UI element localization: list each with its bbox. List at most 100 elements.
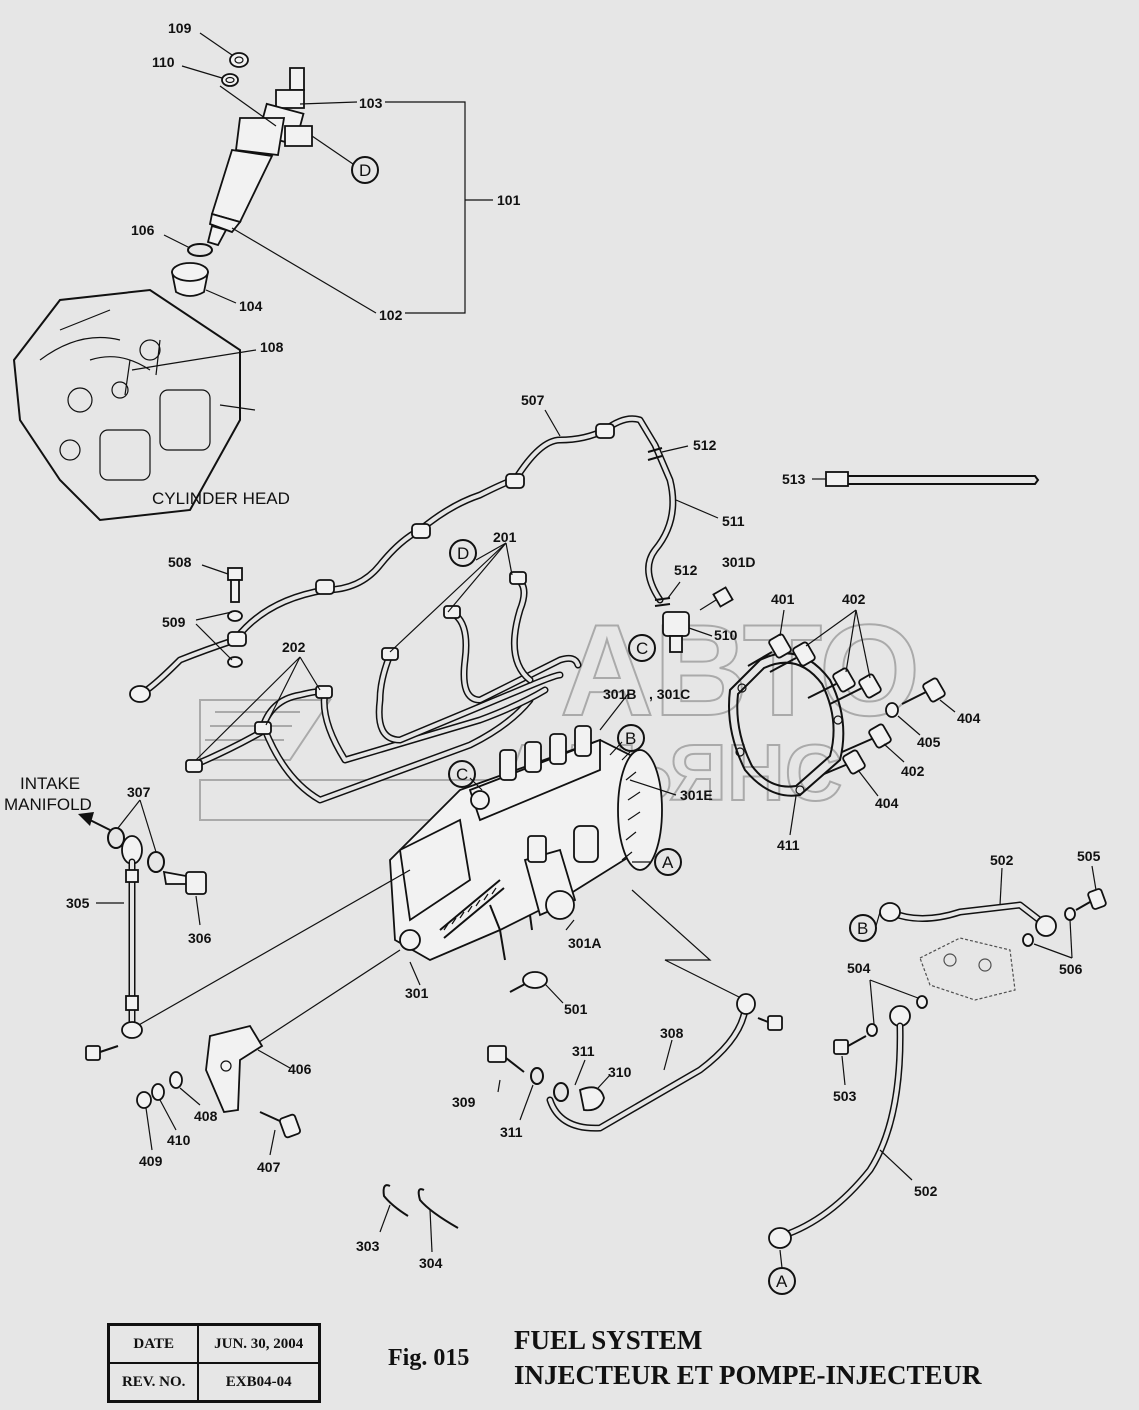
leader-405	[897, 715, 921, 736]
leader-202c	[299, 656, 321, 691]
bolt-508	[227, 567, 243, 603]
bolt-505	[1075, 888, 1107, 911]
leader-404-right	[939, 699, 956, 713]
bolt-308	[757, 1015, 783, 1031]
intake-note-line2: MANIFOLD	[4, 795, 92, 814]
label-404-right: 404	[957, 710, 981, 726]
label-303: 303	[356, 1238, 380, 1254]
leader-202b	[195, 656, 301, 761]
leader-503	[841, 1055, 846, 1086]
leader-512-bottom	[667, 581, 681, 599]
leader-304	[429, 1209, 433, 1253]
leader-501	[544, 983, 564, 1004]
washer-506-bottom	[1022, 933, 1034, 947]
fuel-line-308	[546, 993, 756, 1132]
label-301: 301	[405, 985, 429, 1001]
leader-407	[269, 1129, 276, 1156]
leader-409	[145, 1107, 153, 1151]
leader-309	[497, 1079, 501, 1093]
clip-304	[417, 1188, 459, 1229]
washer-110	[221, 73, 239, 87]
label-512-bottom: 512	[674, 562, 698, 578]
leader-502-bottom	[879, 1149, 913, 1181]
washer-311-left	[530, 1067, 544, 1085]
leader-202a	[265, 656, 301, 726]
watermark-line1: АВТО	[560, 597, 920, 743]
bolt-306	[162, 870, 207, 895]
leader-509b	[195, 623, 233, 661]
leader-507	[544, 409, 561, 437]
date-value: JUN. 30, 2004	[197, 1323, 321, 1364]
label-311-top: 311	[572, 1043, 595, 1059]
connector-a-bottom: A	[768, 1267, 796, 1295]
leader-109	[199, 32, 233, 56]
clip-303	[382, 1184, 409, 1217]
connector-d-mid-label: D	[457, 544, 469, 563]
washer-408	[169, 1071, 183, 1089]
sleeve-104	[171, 262, 209, 297]
rev-value: EXB04-04	[197, 1362, 321, 1403]
label-106: 106	[131, 222, 155, 238]
o-ring-307-right	[147, 851, 165, 873]
label-109: 109	[168, 20, 192, 36]
washer-311-right	[553, 1082, 569, 1102]
leader-301A	[565, 919, 575, 931]
leader-110	[181, 65, 223, 79]
bolt-305	[85, 1045, 119, 1061]
label-202: 202	[282, 639, 306, 655]
label-504: 504	[847, 960, 871, 976]
leader-508	[201, 564, 229, 575]
label-102: 102	[379, 307, 403, 323]
leader-303	[379, 1204, 391, 1233]
intake-note-line1: INTAKE	[20, 774, 80, 793]
bolt-503	[833, 1035, 867, 1055]
label-508: 508	[168, 554, 192, 570]
connector-a-pump: A	[654, 848, 682, 876]
filter-housing-sketch	[919, 937, 1016, 1001]
label-402-lower: 402	[901, 763, 925, 779]
washer-504-right	[916, 995, 928, 1009]
fuel-line-502-upper	[879, 901, 1057, 937]
intake-hose-305	[121, 835, 143, 1039]
leader-305-pump	[129, 869, 411, 1031]
leader-301	[409, 961, 421, 986]
leader-108	[131, 349, 257, 371]
injection-pump-301	[389, 725, 663, 962]
connector-b-right: B	[849, 914, 877, 942]
bracket-406	[205, 1024, 264, 1113]
leader-301E	[629, 779, 677, 796]
leader-102	[231, 227, 377, 314]
o-ring-106	[187, 243, 213, 257]
label-308: 308	[660, 1025, 684, 1041]
leader-506b	[1033, 943, 1073, 959]
label-408: 408	[194, 1108, 218, 1124]
label-513: 513	[782, 471, 806, 487]
leader-511	[675, 499, 719, 519]
leader-505	[1091, 865, 1097, 891]
leader-402a	[805, 609, 857, 647]
clamp-512-top	[647, 447, 663, 461]
leader-504b	[869, 979, 919, 999]
washer-410	[151, 1083, 165, 1101]
connector-c-pump-label: C	[456, 765, 468, 784]
rev-label: REV. NO.	[107, 1362, 200, 1403]
cable-tie-513	[825, 471, 1040, 487]
label-307: 307	[127, 784, 151, 800]
label-511: 511	[722, 513, 745, 529]
label-502-top: 502	[990, 852, 1014, 868]
leader-406	[257, 1049, 291, 1069]
leader-402b	[845, 609, 857, 673]
label-311-bottom: 311	[500, 1124, 523, 1140]
banjo-bolt-309	[487, 1045, 525, 1073]
leader-404-lower	[857, 769, 879, 797]
leader-c-pump	[469, 777, 483, 791]
label-101: 101	[497, 192, 521, 208]
connector-c-tee: C	[628, 634, 656, 662]
label-402-top: 402	[842, 591, 866, 607]
part-labels: 109 110 103 101 106 104 102 108 507 512 …	[66, 20, 1101, 1271]
connector-d-top: D	[351, 156, 379, 184]
leader-509a	[195, 611, 233, 621]
label-201: 201	[493, 529, 517, 545]
title-french: INJECTEUR ET POMPE-INJECTEUR	[514, 1360, 982, 1390]
